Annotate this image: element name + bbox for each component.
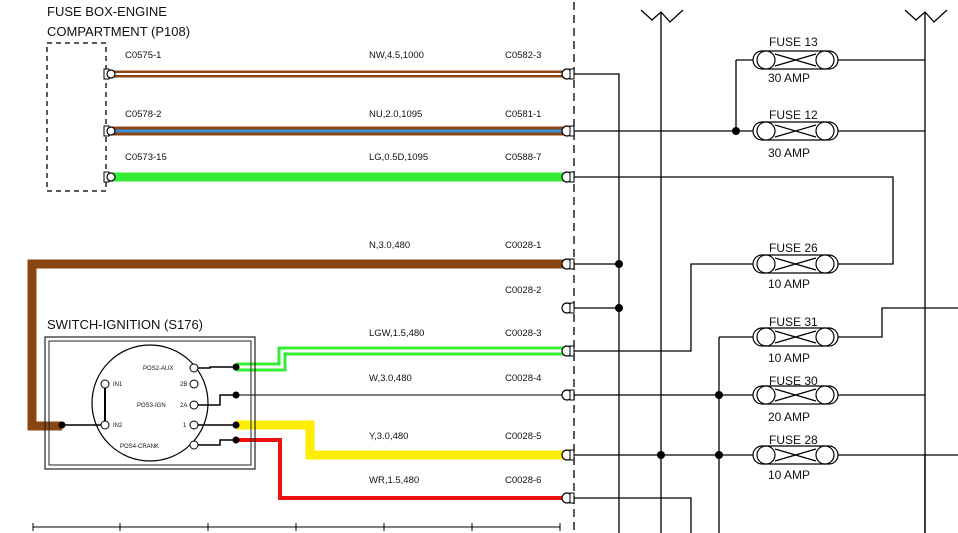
switch-ign-lead: [198, 394, 236, 406]
switch-ignition-body: [44, 336, 256, 470]
fuse-31-name: FUSE 31: [769, 315, 818, 329]
fuse-30-symbol: [752, 385, 839, 405]
switch-pin-pos3: POS3-IGN: [137, 403, 166, 409]
fuse-12-name: FUSE 12: [769, 108, 818, 122]
c0028-2-port: [561, 302, 575, 314]
harness-junction-dots: [615, 127, 740, 459]
wire-right-conn-1: C0582-3: [505, 50, 541, 61]
wire-right-conn-7: C0028-4: [505, 373, 541, 384]
wire-right-conn-8: C0028-5: [505, 431, 541, 442]
switch-aux-lead: [198, 366, 236, 369]
fuse-26-symbol: [752, 254, 839, 274]
fuse-28-name: FUSE 28: [769, 433, 818, 447]
switch-pin-pos4: POS4-CRANK: [120, 444, 159, 450]
c0028-4-port: [561, 389, 575, 401]
fuse-31-symbol: [752, 327, 839, 347]
wire-left-conn-1: C0575-1: [125, 50, 161, 61]
c0028-5-port: [561, 449, 575, 461]
wire-right-conn-6: C0028-3: [505, 328, 541, 339]
c0581-1-port: [561, 125, 575, 137]
bottom-ruler: [32, 523, 561, 531]
fuse-12-symbol: [752, 121, 839, 141]
wire-spec-8: Y,3.0,480: [369, 431, 408, 442]
c0028-3-port: [561, 345, 575, 357]
switch-crank-lead: [198, 439, 236, 446]
switch-pin-2b: 2B: [180, 382, 187, 388]
fuse-box-port-2: [103, 125, 116, 137]
wire-spec-2: NU,2.0,1095: [369, 109, 422, 120]
wire-right-conn-4: C0028-1: [505, 240, 541, 251]
fuse-13-symbol: [752, 50, 839, 70]
wire-n: [27, 259, 566, 431]
fuse-12-rating: 30 AMP: [768, 146, 810, 160]
wire-spec-4: N,3.0,480: [369, 240, 410, 251]
wire-right-conn-9: C0028-6: [505, 475, 541, 486]
wire-spec-6: LGW,1.5,480: [369, 328, 424, 339]
switch-pin-1: 1: [183, 423, 187, 429]
c0028-6-port: [561, 492, 575, 504]
fuse-30-name: FUSE 30: [769, 374, 818, 388]
c0028-1-port: [561, 258, 575, 270]
fuse-box-title-line1: FUSE BOX-ENGINE: [47, 4, 167, 19]
fuse-26-rating: 10 AMP: [768, 277, 810, 291]
fuse-31-rating: 10 AMP: [768, 351, 810, 365]
wire-right-conn-3: C0588-7: [505, 152, 541, 163]
switch-pin-pos2: POS2-AUX: [143, 366, 173, 372]
switch-junction-dots: [58, 363, 240, 444]
wire-left-conn-3: C0573-15: [125, 152, 167, 163]
fuse-30-rating: 20 AMP: [768, 410, 810, 424]
c0588-7-port: [561, 171, 575, 183]
wire-spec-7: W,3.0,480: [369, 373, 412, 384]
fuse-28-symbol: [752, 445, 839, 465]
fuse-box-port-3: [103, 171, 116, 183]
fuse-13-name: FUSE 13: [769, 35, 818, 49]
switch-pin-2a: 2A: [180, 403, 187, 409]
c0582-3-port: [561, 68, 575, 80]
fuse-28-rating: 10 AMP: [768, 468, 810, 482]
wire-right-conn-5: C0028-2: [505, 285, 541, 296]
wire-spec-3: LG,0.5D,1095: [369, 152, 428, 163]
switch-pin-in2: IN2: [113, 423, 123, 429]
wire-right-conn-2: C0581-1: [505, 109, 541, 120]
wire-spec-1: NW,4.5,1000: [369, 50, 424, 61]
switch-pin-in1: IN1: [113, 382, 123, 388]
wire-lgw: [236, 346, 566, 372]
wire-y: [236, 420, 566, 460]
wire-spec-9: WR,1.5,480: [369, 475, 419, 486]
fuse-box-title-line2: COMPARTMENT (P108): [47, 24, 190, 39]
fuse-13-rating: 30 AMP: [768, 71, 810, 85]
wire-wr: [236, 438, 566, 500]
wire-left-conn-2: C0578-2: [125, 109, 161, 120]
fuse-box-outline: [46, 42, 107, 192]
fuse-26-name: FUSE 26: [769, 241, 818, 255]
switch-title: SWITCH-IGNITION (S176): [47, 317, 203, 332]
fuse-box-port-1: [103, 68, 116, 80]
